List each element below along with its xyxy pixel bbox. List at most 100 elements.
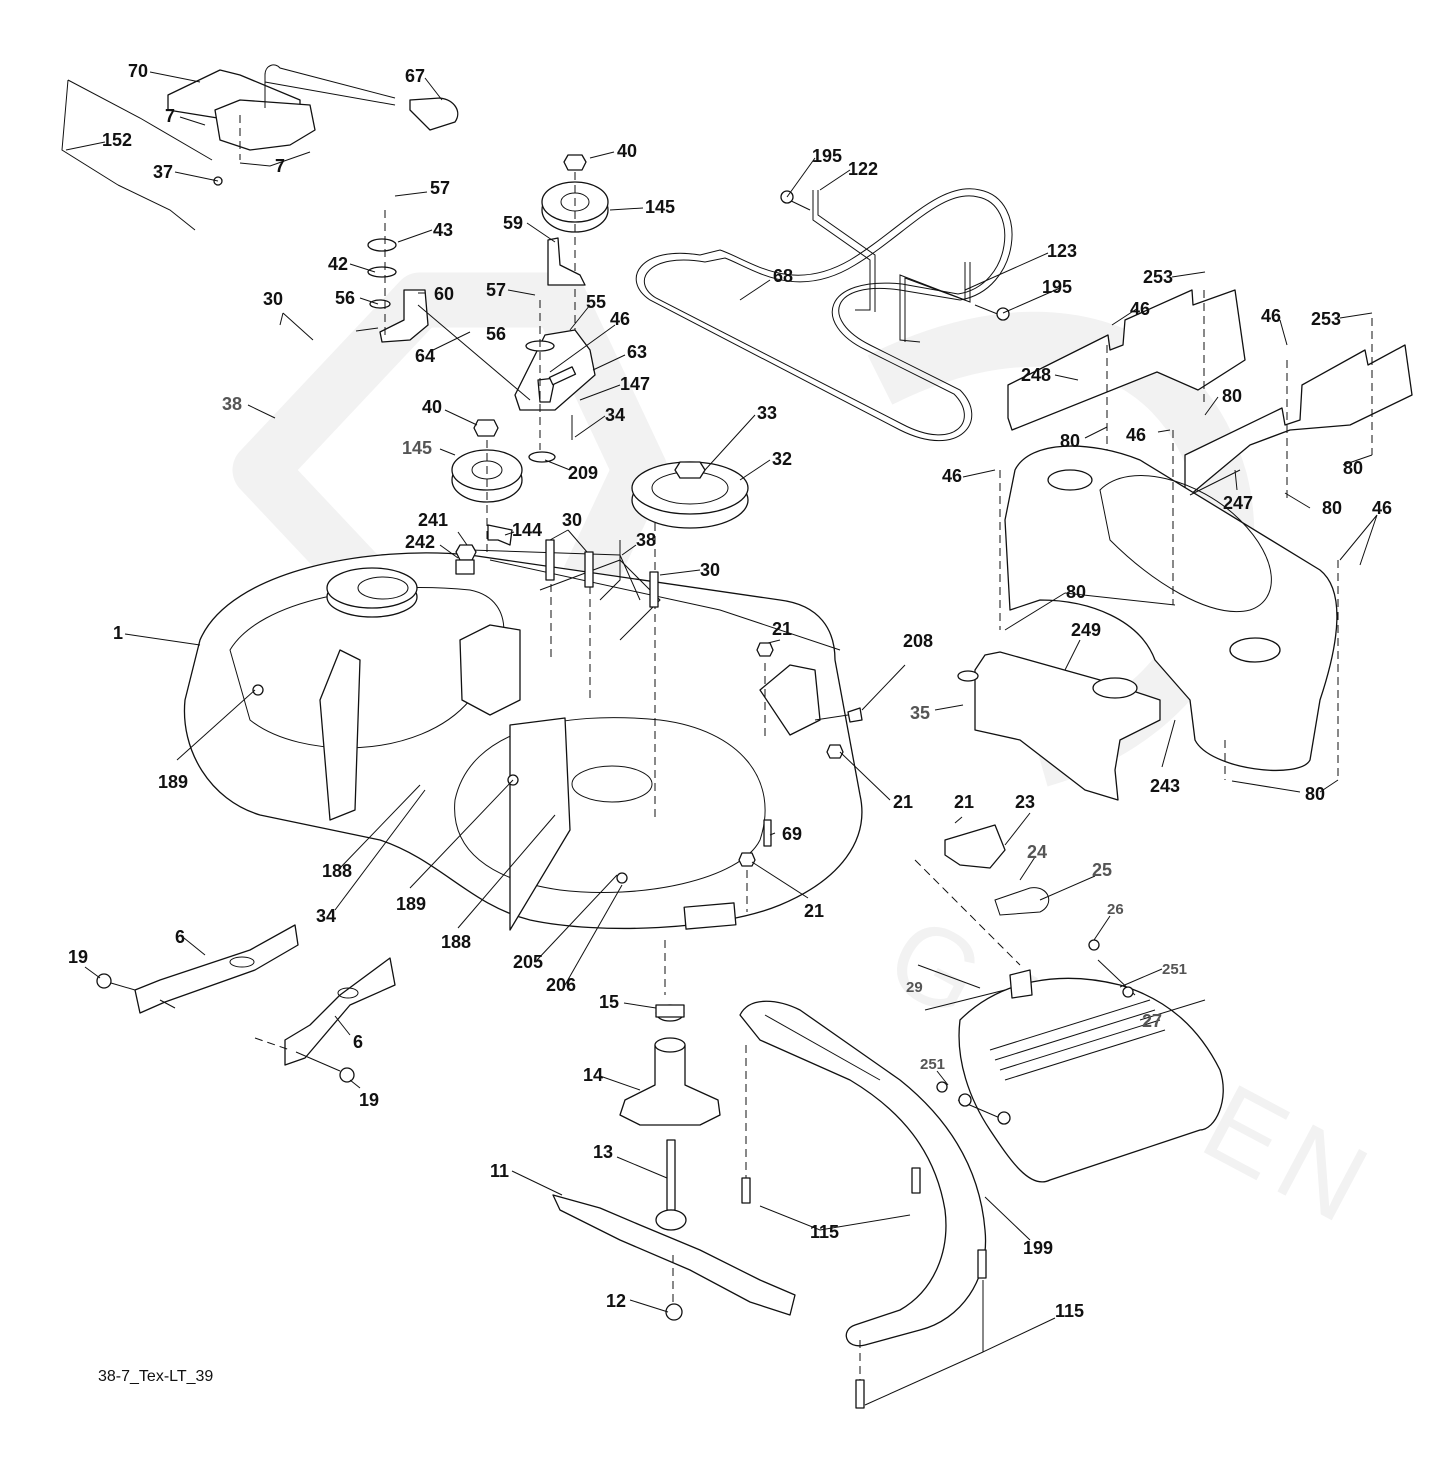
- callout-35[interactable]: 35: [910, 703, 930, 723]
- callout-63[interactable]: 63: [627, 342, 647, 362]
- callout-24[interactable]: 24: [1027, 842, 1047, 862]
- callout-80[interactable]: 80: [1066, 582, 1086, 602]
- callout-23[interactable]: 23: [1015, 792, 1035, 812]
- callout-30[interactable]: 30: [700, 560, 720, 580]
- belt-cover-248: [1007, 289, 1246, 500]
- callout-21[interactable]: 21: [954, 792, 974, 812]
- callout-188[interactable]: 188: [441, 932, 471, 952]
- callout-19[interactable]: 19: [359, 1090, 379, 1110]
- callout-68[interactable]: 68: [773, 266, 793, 286]
- callout-7[interactable]: 7: [165, 106, 175, 126]
- callout-33[interactable]: 33: [757, 403, 777, 423]
- callout-12[interactable]: 12: [606, 1291, 626, 1311]
- callout-55[interactable]: 55: [586, 292, 606, 312]
- callout-46[interactable]: 46: [1261, 306, 1281, 326]
- callout-14[interactable]: 14: [583, 1065, 603, 1085]
- callout-152[interactable]: 152: [102, 130, 132, 150]
- callout-122[interactable]: 122: [848, 159, 878, 179]
- callout-26[interactable]: 26: [1107, 901, 1124, 918]
- callout-7[interactable]: 7: [275, 156, 285, 176]
- callout-46[interactable]: 46: [1126, 425, 1146, 445]
- callout-80[interactable]: 80: [1060, 431, 1080, 451]
- callout-13[interactable]: 13: [593, 1142, 613, 1162]
- callout-70[interactable]: 70: [128, 61, 148, 81]
- drive-belt: [635, 188, 1013, 442]
- callout-69[interactable]: 69: [782, 824, 802, 844]
- callout-21[interactable]: 21: [772, 619, 792, 639]
- callout-21[interactable]: 21: [893, 792, 913, 812]
- callout-115[interactable]: 115: [1055, 1301, 1084, 1321]
- callout-34[interactable]: 34: [316, 906, 336, 926]
- callout-242[interactable]: 242: [405, 532, 435, 552]
- callout-205[interactable]: 205: [513, 952, 543, 972]
- callout-188[interactable]: 188: [322, 861, 352, 881]
- callout-145[interactable]: 145: [645, 197, 675, 217]
- callout-57[interactable]: 57: [486, 280, 506, 300]
- drawing-id: 38-7_Tex-LT_39: [98, 1368, 214, 1385]
- callout-25[interactable]: 25: [1092, 860, 1112, 880]
- callout-32[interactable]: 32: [772, 449, 792, 469]
- spindle-assembly: [552, 1004, 796, 1321]
- callout-37[interactable]: 37: [153, 162, 173, 182]
- callout-208[interactable]: 208: [903, 631, 933, 651]
- callout-249[interactable]: 249: [1071, 620, 1101, 640]
- callout-209[interactable]: 209: [568, 463, 598, 483]
- callout-80[interactable]: 80: [1322, 498, 1342, 518]
- callout-6[interactable]: 6: [353, 1032, 363, 1052]
- callout-27[interactable]: 27: [1142, 1011, 1162, 1031]
- callout-115[interactable]: 115: [810, 1222, 839, 1242]
- callout-64[interactable]: 64: [415, 346, 435, 366]
- callout-247[interactable]: 247: [1223, 493, 1253, 513]
- callout-21[interactable]: 21: [804, 901, 824, 921]
- callout-248[interactable]: 248: [1021, 365, 1051, 385]
- callout-60[interactable]: 60: [434, 284, 454, 304]
- callout-145[interactable]: 145: [402, 438, 432, 458]
- callout-15[interactable]: 15: [599, 992, 619, 1012]
- callout-144[interactable]: 144: [512, 520, 542, 540]
- callout-59[interactable]: 59: [503, 213, 523, 233]
- callout-57[interactable]: 57: [430, 178, 450, 198]
- callout-199[interactable]: 199: [1023, 1238, 1053, 1258]
- callout-243[interactable]: 243: [1150, 776, 1180, 796]
- callout-253[interactable]: 253: [1311, 309, 1341, 329]
- callout-40[interactable]: 40: [617, 141, 637, 161]
- callout-123[interactable]: 123: [1047, 241, 1077, 261]
- callout-195[interactable]: 195: [1042, 277, 1072, 297]
- callout-46[interactable]: 46: [942, 466, 962, 486]
- callout-253[interactable]: 253: [1143, 267, 1173, 287]
- callout-46[interactable]: 46: [1130, 299, 1150, 319]
- callout-80[interactable]: 80: [1305, 784, 1325, 804]
- callout-6[interactable]: 6: [175, 927, 185, 947]
- callout-1[interactable]: 1: [113, 623, 123, 643]
- callout-189[interactable]: 189: [158, 772, 188, 792]
- callout-46[interactable]: 46: [1372, 498, 1392, 518]
- callout-67[interactable]: 67: [405, 66, 425, 86]
- callout-80[interactable]: 80: [1343, 458, 1363, 478]
- callout-11[interactable]: 11: [490, 1161, 509, 1181]
- belt-cover-249: [957, 651, 1161, 801]
- callout-19[interactable]: 19: [68, 947, 88, 967]
- callout-189[interactable]: 189: [396, 894, 426, 914]
- callout-80[interactable]: 80: [1222, 386, 1242, 406]
- callout-206[interactable]: 206: [546, 975, 576, 995]
- callout-43[interactable]: 43: [433, 220, 453, 240]
- callout-42[interactable]: 42: [328, 254, 348, 274]
- callout-38[interactable]: 38: [636, 530, 656, 550]
- callout-241[interactable]: 241: [418, 510, 448, 530]
- callout-147[interactable]: 147: [620, 374, 650, 394]
- callout-30[interactable]: 30: [562, 510, 582, 530]
- callout-30[interactable]: 30: [263, 289, 283, 309]
- callout-251[interactable]: 251: [920, 1056, 945, 1073]
- callout-38[interactable]: 38: [222, 394, 242, 414]
- callout-40[interactable]: 40: [422, 397, 442, 417]
- belt-cover-247: [1184, 318, 1413, 500]
- callout-195[interactable]: 195: [812, 146, 842, 166]
- callout-29[interactable]: 29: [906, 979, 923, 996]
- callout-34[interactable]: 34: [605, 405, 625, 425]
- idler-bracket: [514, 237, 596, 463]
- callout-56[interactable]: 56: [486, 324, 506, 344]
- callout-46[interactable]: 46: [610, 309, 630, 329]
- callout-56[interactable]: 56: [335, 288, 355, 308]
- idler-pulley-upper: [541, 154, 609, 340]
- callout-251[interactable]: 251: [1162, 961, 1187, 978]
